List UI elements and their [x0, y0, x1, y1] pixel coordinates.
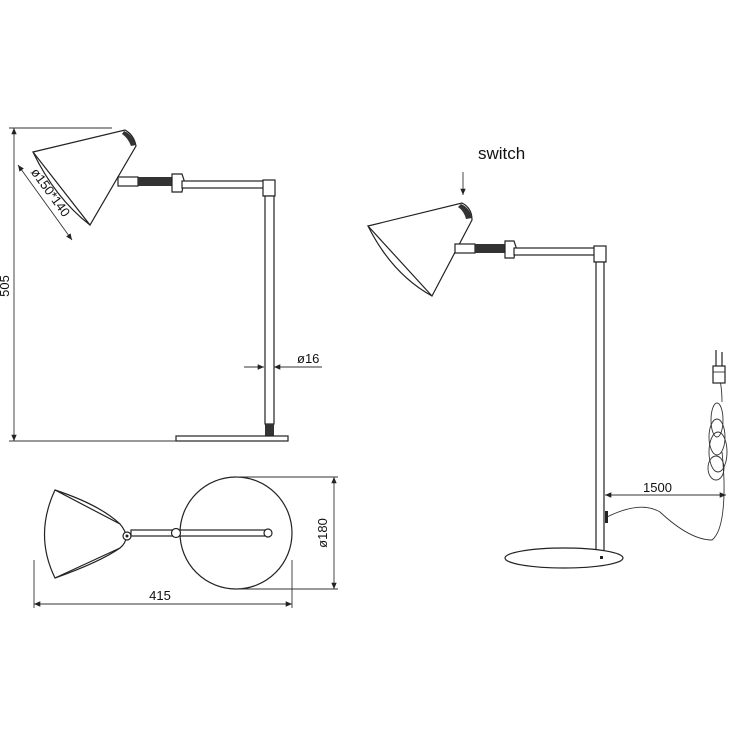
top-view-arm-right	[175, 529, 269, 537]
width-dimension: 415	[33, 560, 293, 608]
front-view: 505 ø150*140 ø16	[0, 127, 322, 442]
plug-icon	[712, 350, 726, 384]
perspective-shade	[366, 202, 473, 298]
perspective-base	[504, 547, 624, 569]
front-view-pole-foot	[265, 424, 274, 436]
pole-diameter-label: ø16	[297, 351, 319, 366]
switch-label: switch	[478, 144, 525, 163]
top-view-pole	[263, 528, 273, 538]
front-view-arm	[117, 173, 276, 197]
height-dimension: 505	[0, 127, 176, 442]
perspective-arm	[454, 240, 607, 263]
cable-length-label: 1500	[643, 480, 672, 495]
width-label: 415	[149, 588, 171, 603]
top-view: 415 ø180	[33, 476, 338, 608]
power-cable	[604, 350, 728, 541]
perspective-view: switch	[366, 144, 728, 569]
pole-diameter-dimension: ø16	[244, 351, 322, 370]
top-view-shade	[43, 489, 132, 579]
base-diameter-dimension: ø180	[236, 476, 338, 590]
height-label: 505	[0, 275, 12, 297]
top-view-arm-left	[130, 529, 177, 537]
front-view-pole	[264, 195, 275, 425]
front-view-base	[175, 435, 289, 442]
perspective-pole	[595, 261, 605, 559]
base-diameter-label: ø180	[315, 518, 330, 548]
top-view-hinge	[170, 527, 182, 539]
cable-length-dimension: 1500	[605, 480, 726, 498]
